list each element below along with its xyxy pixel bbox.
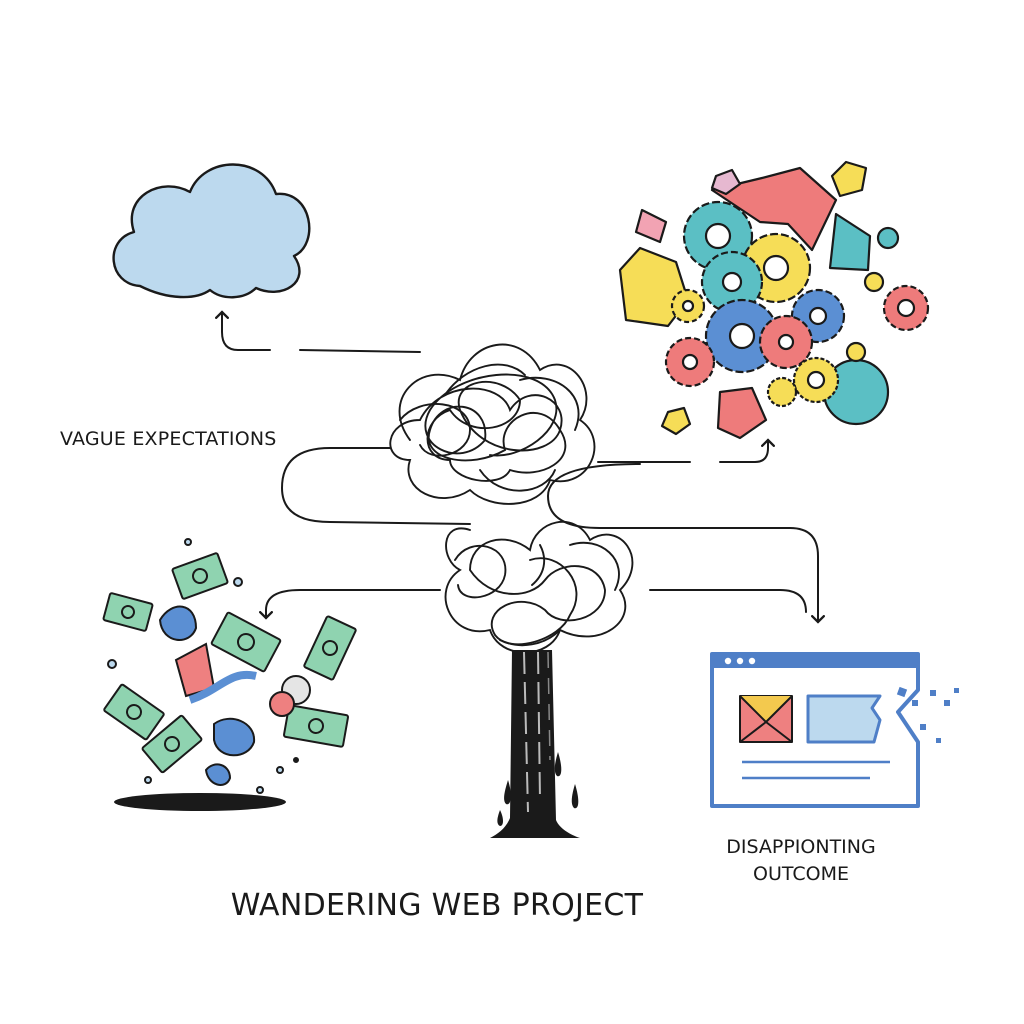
left-loop-line — [280, 447, 471, 525]
lower-right-line — [649, 589, 807, 613]
arrow-to-gears — [597, 440, 768, 463]
broken-webpage-icon — [710, 652, 959, 808]
arrow-to-money — [259, 589, 441, 620]
connector-lines — [222, 312, 825, 624]
dripping-trunk-icon — [490, 650, 580, 838]
vague-expectations-label: VAGUE EXPECTATIONS — [60, 428, 277, 450]
disappointing-outcome-line1: DISAPPIONTING — [726, 836, 876, 858]
disappointing-outcome-line2: OUTCOME — [753, 863, 849, 885]
diagram-title: WANDERING WEB PROJECT — [230, 888, 644, 923]
arrow-to-webpage — [546, 463, 825, 624]
money-bills-icon — [102, 538, 357, 794]
scribble-tangle-icon — [389, 343, 634, 654]
cloud-icon — [112, 163, 311, 299]
disappointing-outcome-label: DISAPPIONTING OUTCOME — [706, 834, 896, 888]
gears-cluster-icon — [618, 160, 930, 440]
arrow-to-cloud — [222, 312, 421, 353]
black-hole-icon — [114, 793, 286, 811]
